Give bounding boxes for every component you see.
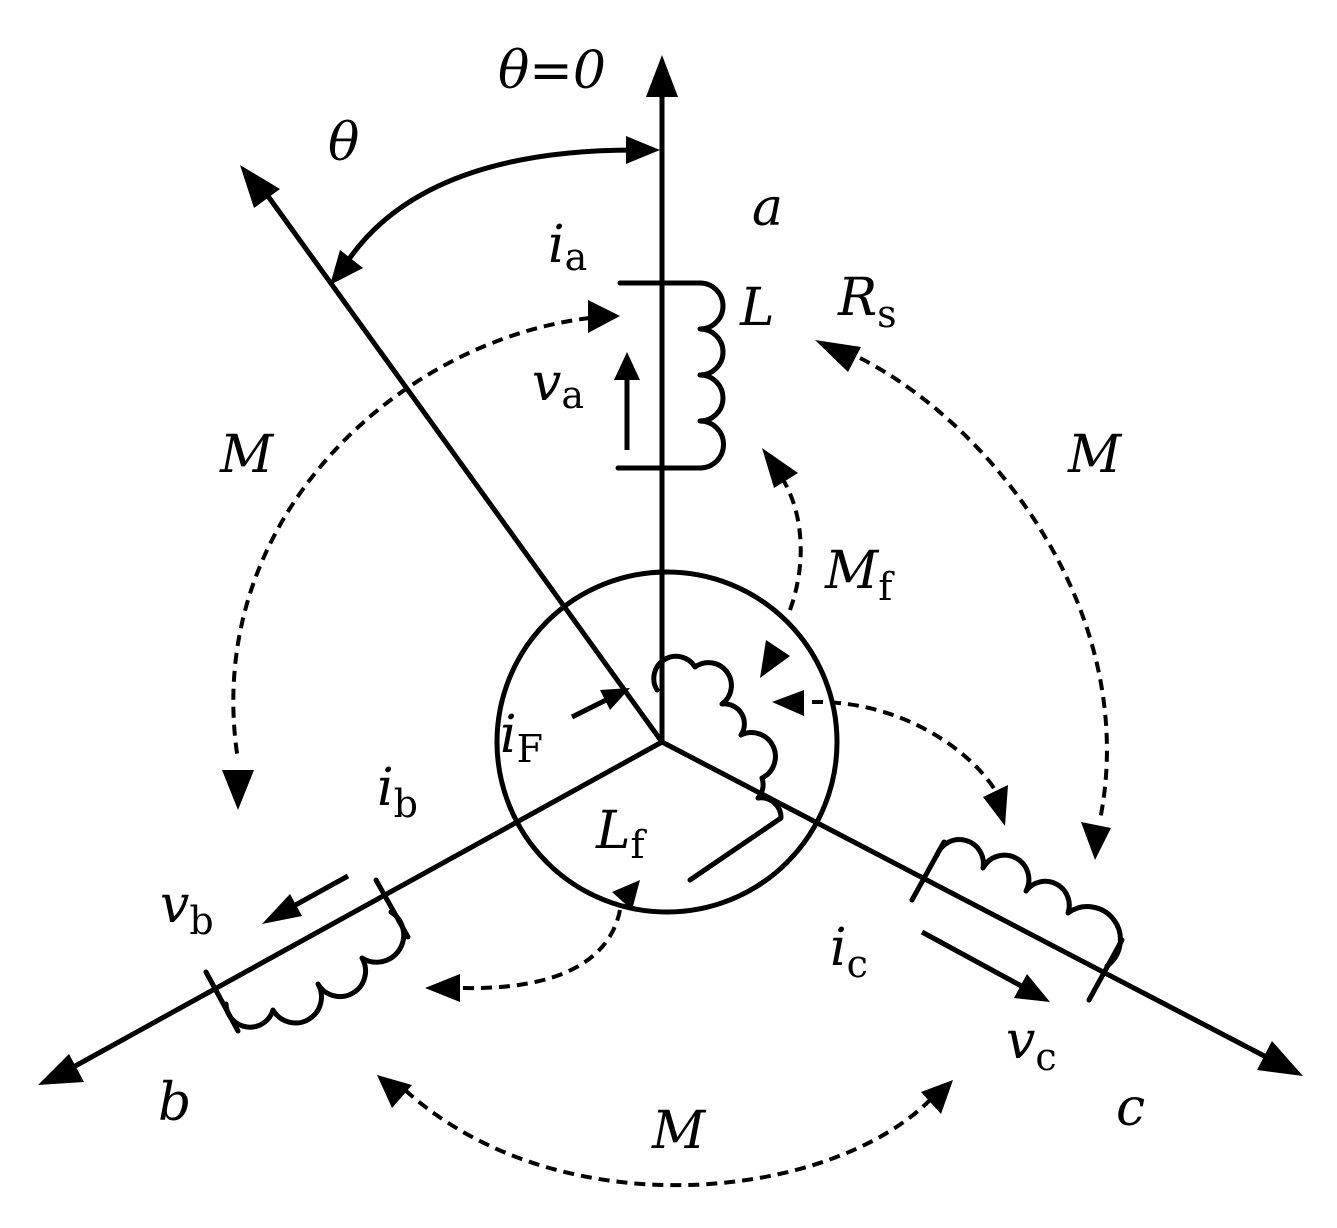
i-a-label: ia <box>548 215 587 279</box>
M-f-label: Mf <box>824 541 895 609</box>
L-f-label: Lf <box>595 801 648 867</box>
v-b-label: vb <box>160 875 214 943</box>
axis-b-line <box>66 739 664 1073</box>
i-F-label: iF <box>500 705 543 771</box>
v-a-arrow <box>614 352 640 450</box>
mutual-left-arc <box>222 300 620 810</box>
axis-a-arrowhead <box>646 55 678 97</box>
i-b-label: ib <box>377 758 418 826</box>
v-a-label: va <box>532 353 584 417</box>
axis-c-arrowhead <box>1257 1041 1303 1076</box>
field-winding <box>651 653 784 883</box>
M-right-label: M <box>1067 425 1123 485</box>
i-f-arrow <box>570 688 630 720</box>
mutual-field-c-arc <box>772 690 1008 826</box>
rotor-axis-line <box>262 190 665 744</box>
axis-b-arrowhead <box>38 1054 84 1085</box>
coil-a <box>615 280 726 471</box>
theta-label: θ <box>328 113 359 173</box>
coil-b <box>203 877 411 1034</box>
mutual-right-arc <box>815 340 1111 860</box>
axis-b-label: b <box>158 1073 191 1133</box>
axis-a-label: a <box>752 178 783 238</box>
v-c-label: vc <box>1006 1011 1057 1079</box>
theta-arc <box>330 136 660 285</box>
i-c-label: ic <box>830 918 868 986</box>
theta-zero-label: θ=0 <box>498 41 606 101</box>
mutual-field-b-arc <box>425 880 640 1002</box>
rotor-axis-arrowhead <box>240 165 280 208</box>
L-label: L <box>739 278 775 338</box>
R-s-label: Rs <box>837 268 897 336</box>
v-c-arrow <box>920 929 1050 1002</box>
mutual-field-a-arc <box>760 448 803 678</box>
axis-c-label: c <box>1116 1078 1145 1138</box>
theta-arrowhead-bottom <box>330 250 363 285</box>
v-b-arrow <box>262 873 350 924</box>
axes <box>38 55 1303 1085</box>
mutual-bottom-arc <box>377 1075 953 1188</box>
M-bottom-label: M <box>651 1101 707 1161</box>
rotor-circle <box>494 569 840 915</box>
M-left-label: M <box>219 425 275 485</box>
axis-c-line <box>660 739 1274 1063</box>
theta-arrowhead-top <box>626 136 660 164</box>
coil-c <box>909 837 1125 1003</box>
